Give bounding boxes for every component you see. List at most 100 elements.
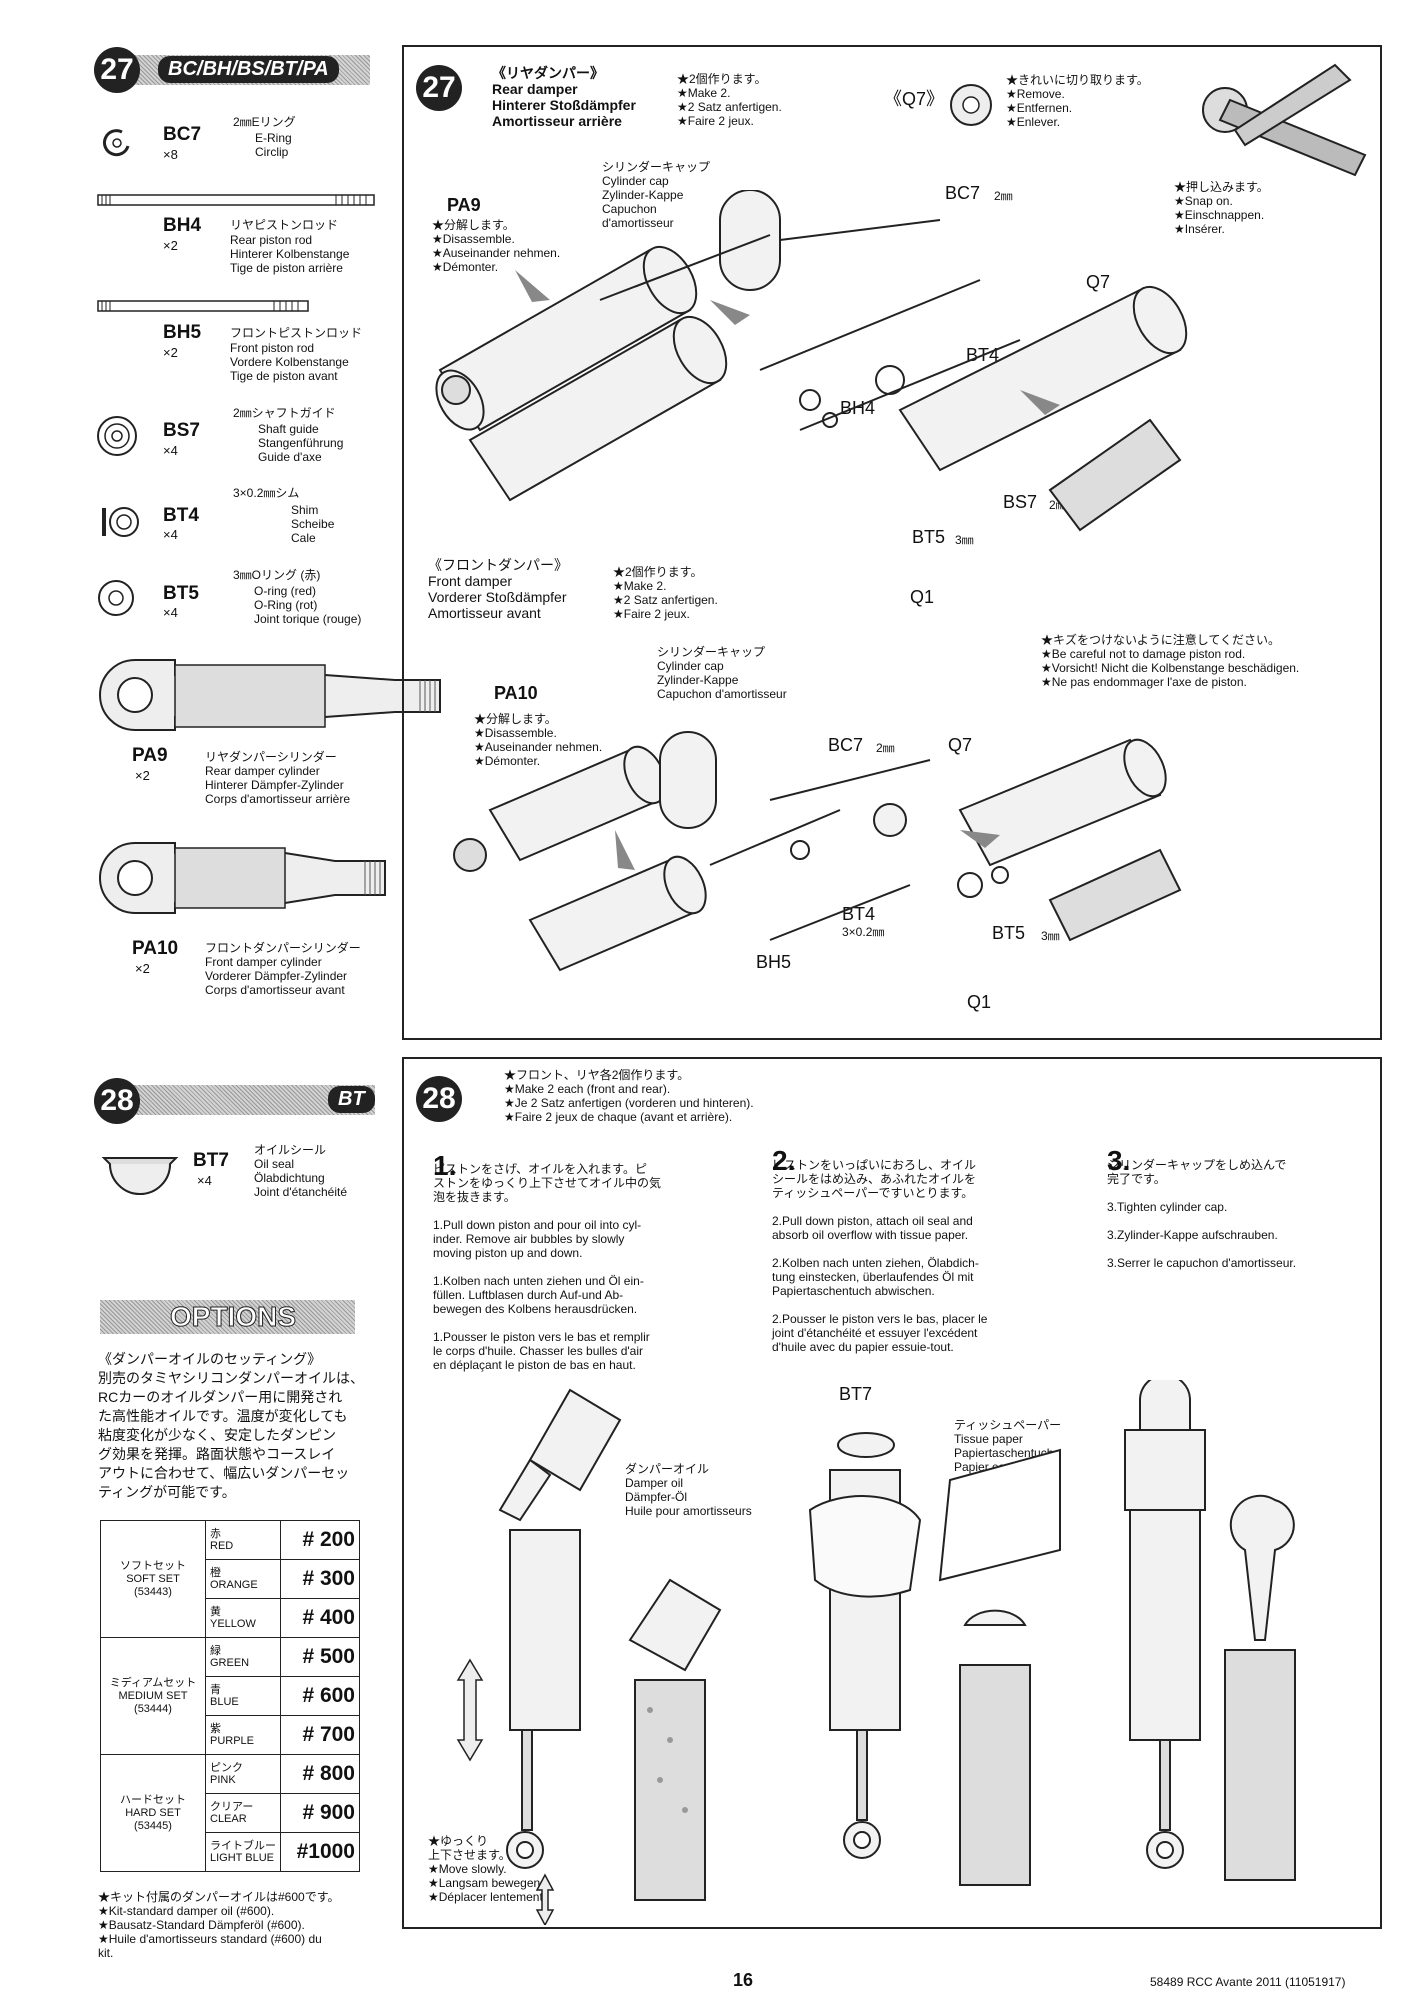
step2-number: 2. bbox=[772, 1145, 796, 1176]
oil-color-jp: 黄 bbox=[210, 1606, 221, 1618]
part-desc-bs7: Shaft guide Stangenführung Guide d'axe bbox=[258, 422, 344, 464]
part-code-bc7: BC7 bbox=[163, 124, 202, 145]
oil-color-en: GREEN bbox=[210, 1657, 250, 1669]
oil-filling-drawings bbox=[456, 1380, 1296, 1925]
oil-color-en: PINK bbox=[210, 1774, 236, 1786]
oil-weight-number: #1000 bbox=[280, 1832, 360, 1872]
q7-remove-note: ★きれいに切り取ります。 ★Remove. ★Entfernen. ★Enlev… bbox=[1006, 73, 1149, 129]
document-code: 58489 RCC Avante 2011 (11051917) bbox=[1150, 1975, 1346, 1989]
oil-weight-number: # 800 bbox=[280, 1754, 360, 1794]
part-code-pa10: PA10 bbox=[132, 938, 179, 959]
oil-color-jp: クリアー bbox=[210, 1801, 254, 1813]
q7-title: 《Q7》 bbox=[884, 89, 945, 109]
part-jp-bt4: 3×0.2㎜シム bbox=[233, 486, 300, 500]
sidebar27-tag: BC/BH/BS/BT/PA bbox=[158, 56, 339, 83]
pa9-label: PA9 bbox=[447, 195, 481, 215]
options-title: OPTIONS bbox=[169, 1301, 297, 1333]
part-desc-bt7: オイルシール Oil seal Ölabdichtung Joint d'éta… bbox=[254, 1143, 348, 1199]
options-body: 《ダンパーオイルのセッティング》 別売のタミヤシリコンダンパーオイルは、 RCカ… bbox=[98, 1351, 364, 1500]
part-code-bt5: BT5 bbox=[163, 583, 199, 604]
part-desc-pa9: リヤダンパーシリンダー Rear damper cylinder Hintere… bbox=[205, 750, 351, 806]
part-qty-bt7: ×4 bbox=[197, 1173, 212, 1188]
shim-icon bbox=[102, 507, 139, 537]
bt5-size-rear: 3㎜ bbox=[955, 533, 974, 547]
front-damper-assembly-drawing bbox=[453, 731, 1182, 972]
cutter-tool-icon bbox=[1202, 63, 1367, 177]
bt5-label-rear: BT5 bbox=[912, 527, 946, 547]
q1-label-front: Q1 bbox=[967, 992, 992, 1012]
part-desc-bt4: Shim Scheibe Cale bbox=[291, 503, 335, 545]
part-desc-bh5: Front piston rod Vordere Kolbenstange Ti… bbox=[230, 341, 349, 383]
front-damper-title: 《フロントダンパー》 Front damper Vorderer Stoßdäm… bbox=[428, 557, 568, 621]
oil-color-jp: ピンク bbox=[210, 1762, 243, 1774]
bc7-size-front: 2㎜ bbox=[876, 741, 895, 755]
bt5-size-front: 3㎜ bbox=[1041, 929, 1060, 943]
oil-color-en: RED bbox=[210, 1540, 234, 1552]
step27-number: 27 bbox=[416, 65, 462, 111]
part-desc-bc7: E-Ring Circlip bbox=[255, 131, 292, 159]
oil-color-en: CLEAR bbox=[210, 1813, 247, 1825]
bc7-size-rear: 2㎜ bbox=[994, 189, 1013, 203]
part-code-pa9: PA9 bbox=[132, 745, 168, 766]
step3-text: シリンダーキャップをしめ込んで 完了です。 3.Tighten cylinder… bbox=[1107, 1158, 1297, 1270]
snap-on-note: ★押し込みます。 ★Snap on. ★Einschnappen. ★Insér… bbox=[1174, 180, 1269, 236]
q1-label-rear: Q1 bbox=[910, 587, 935, 607]
options-footnote: ★キット付属のダンパーオイルは#600です。 ★Kit-standard dam… bbox=[98, 1890, 340, 1960]
part-desc-pa10: フロントダンパーシリンダー Front damper cylinder Vord… bbox=[205, 941, 361, 997]
step2-text: ピストンをいっぱいにおろし、オイル シールをはめ込み、あふれたオイルを ティッシ… bbox=[772, 1158, 988, 1354]
part-qty-bh5: ×2 bbox=[163, 345, 178, 360]
oil-color-jp: 橙 bbox=[210, 1567, 221, 1579]
bs7-label-rear: BS7 bbox=[1003, 492, 1038, 512]
bc7-label-rear: BC7 bbox=[945, 183, 981, 203]
oil-color-en: PURPLE bbox=[210, 1735, 255, 1747]
o-ring-icon bbox=[98, 580, 134, 616]
oil-color-en: ORANGE bbox=[210, 1579, 258, 1591]
part-qty-bs7: ×4 bbox=[163, 443, 178, 458]
cylinder-cap-label-front: シリンダーキャップ Cylinder cap Zylinder-Kappe Ca… bbox=[657, 645, 787, 701]
oil-weight-number: # 400 bbox=[280, 1598, 360, 1638]
oil-weight-number: # 500 bbox=[280, 1637, 360, 1677]
bt7-label: BT7 bbox=[839, 1384, 873, 1404]
part-qty-bt5: ×4 bbox=[163, 605, 178, 620]
move-slowly-note: ★ゆっくり 上下させます。 ★Move slowly. ★Langsam bew… bbox=[428, 1834, 547, 1904]
step3-number: 3. bbox=[1107, 1145, 1131, 1176]
oil-color-jp: 紫 bbox=[210, 1723, 221, 1735]
careful-note: ★キズをつけないように注意してください。 ★Be careful not to … bbox=[1041, 633, 1300, 689]
part-code-bs7: BS7 bbox=[163, 420, 200, 441]
part-jp-bh5: フロントピストンロッド bbox=[230, 326, 363, 340]
oil-weight-number: # 200 bbox=[280, 1520, 360, 1560]
disassemble-note-front: ★分解します。 ★Disassemble. ★Auseinander nehme… bbox=[474, 712, 603, 768]
step28-frame bbox=[402, 1057, 1382, 1929]
rear-damper-cylinder-icon bbox=[99, 659, 441, 731]
oil-seal-icon bbox=[101, 1157, 179, 1195]
part-jp-bh4: リヤピストンロッド bbox=[230, 218, 339, 232]
bc7-label-front: BC7 bbox=[828, 735, 864, 755]
part-desc-bh4: Rear piston rod Hinterer Kolbenstange Ti… bbox=[230, 233, 350, 275]
step1-number: 1. bbox=[433, 1150, 457, 1181]
q7-label-rear: Q7 bbox=[1086, 272, 1111, 292]
oil-color-jp: ライトブルー bbox=[210, 1840, 276, 1852]
part-qty-pa10: ×2 bbox=[135, 961, 150, 976]
oil-weight-number: # 600 bbox=[280, 1676, 360, 1716]
bh5-label: BH5 bbox=[756, 952, 792, 972]
part-code-bt4: BT4 bbox=[163, 505, 199, 526]
cylinder-cap-label-rear: シリンダーキャップ Cylinder cap Zylinder-Kappe Ca… bbox=[602, 160, 711, 230]
part-qty-pa9: ×2 bbox=[135, 768, 150, 783]
oil-color-jp: 緑 bbox=[210, 1645, 221, 1657]
pa10-label: PA10 bbox=[494, 683, 538, 703]
oil-color-en: BLUE bbox=[210, 1696, 239, 1708]
rear-piston-rod-icon bbox=[97, 194, 375, 206]
part-code-bh4: BH4 bbox=[163, 215, 202, 236]
